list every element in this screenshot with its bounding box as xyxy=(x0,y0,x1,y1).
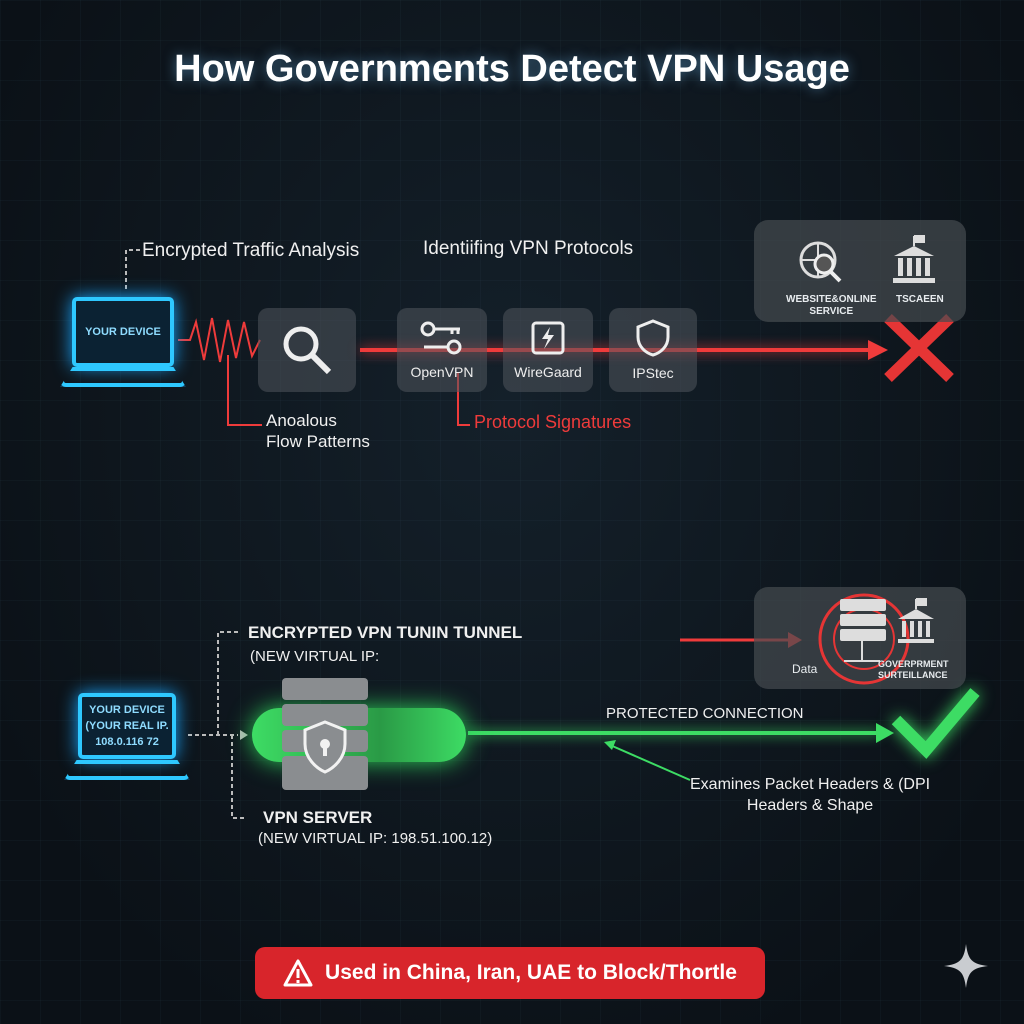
surveillance-target-icon xyxy=(818,593,910,685)
anomalous-connector xyxy=(227,355,262,426)
vpn-server-label: VPN SERVER xyxy=(263,808,373,827)
encrypted-traffic-label: Encrypted Traffic Analysis xyxy=(142,240,360,261)
sparkle-icon xyxy=(944,944,988,988)
inspection-card xyxy=(258,308,356,392)
wave-line xyxy=(178,317,261,363)
vpn-server-icon xyxy=(282,678,368,790)
dpi-pointer xyxy=(609,744,691,781)
warning-icon xyxy=(283,959,313,987)
magnifier-icon xyxy=(283,326,332,375)
laptop-base xyxy=(60,367,186,387)
page-title: How Governments Detect VPN Usage xyxy=(174,48,850,90)
protocol-card-wireguard: WireGaard xyxy=(503,308,593,392)
protocol-card-openvpn: OpenVPN xyxy=(397,308,487,392)
globe-search-icon xyxy=(799,241,842,283)
dashed-connector xyxy=(188,631,244,819)
identifying-protocols-label: Identiifing VPN Protocols xyxy=(423,238,634,259)
protocol-card-ipsec: IPStec xyxy=(609,308,697,392)
government-building-icon xyxy=(893,235,935,283)
your-device-laptop-top: YOUR DEVICE xyxy=(72,297,174,367)
tunnel-sub-label: (NEW VIRTUAL IP: xyxy=(250,648,380,665)
your-device-laptop-bottom: YOUR DEVICE(YOUR REAL IP.108.0.116 72 xyxy=(78,693,176,759)
shield-lock-icon xyxy=(303,720,347,774)
protected-connection-label: PROTECTED CONNECTION xyxy=(606,705,804,722)
protocol-signatures-label: Protocol Signatures xyxy=(474,412,632,432)
government-building-icon xyxy=(898,598,934,643)
lightning-icon xyxy=(531,321,565,355)
check-mark-icon xyxy=(891,688,980,759)
device-label: YOUR DEVICE xyxy=(85,326,161,338)
data-label: Data xyxy=(792,662,818,676)
warning-banner: Used in China, Iran, UAE to Block/Thortl… xyxy=(255,947,765,999)
gov-label: TSCAEEN xyxy=(896,294,944,305)
x-mark-icon xyxy=(884,314,954,382)
vpn-server-ip: (NEW VIRTUAL IP: 198.51.100.12) xyxy=(258,830,493,847)
warning-text: Used in China, Iran, UAE to Block/Thortl… xyxy=(325,961,737,984)
laptop-base xyxy=(64,760,190,780)
shield-icon xyxy=(636,319,670,357)
tunnel-label: ENCRYPTED VPN TUNIN TUNNEL xyxy=(248,623,523,642)
key-icon xyxy=(420,321,462,355)
dashed-connector xyxy=(125,249,140,290)
